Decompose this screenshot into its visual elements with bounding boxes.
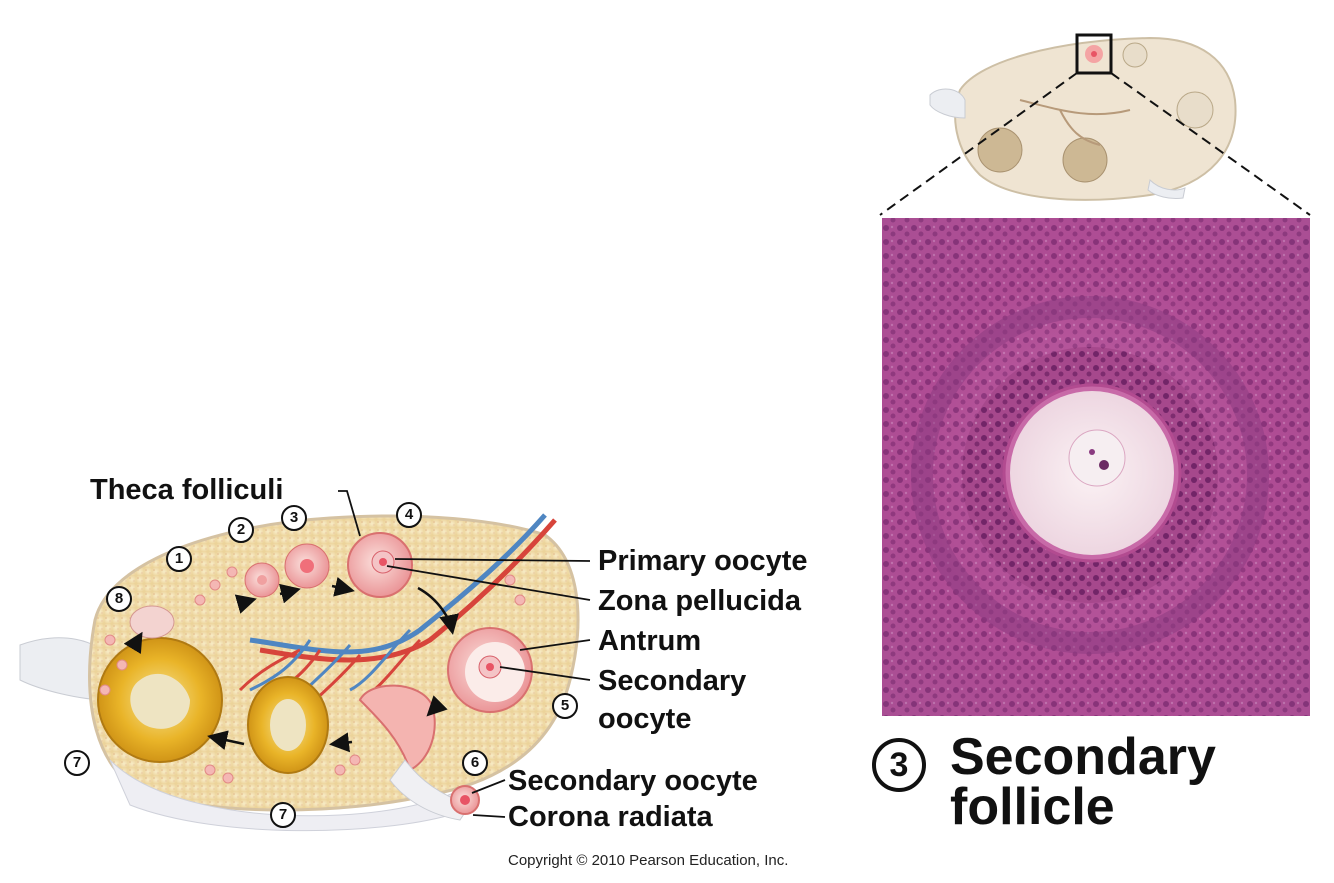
stage-number-8: 8 — [106, 586, 132, 612]
corpus-luteum-small — [247, 676, 329, 774]
stage-number-5: 5 — [552, 693, 578, 719]
leader-lines — [338, 490, 591, 818]
stage-number-7a: 7 — [64, 750, 90, 776]
label-theca-folliculi: Theca folliculi — [90, 474, 284, 506]
stage-number-6: 6 — [462, 750, 488, 776]
panel-number: 3 — [872, 738, 926, 792]
histology-micrograph — [882, 218, 1310, 716]
label-antrum: Antrum — [598, 625, 702, 657]
label-zona-pellucida: Zona pellucida — [598, 585, 802, 617]
stage-number-3: 3 — [281, 505, 307, 531]
small-follicles — [99, 566, 526, 784]
label-secondary-oocyte-ovulated: Secondary oocyte — [508, 765, 758, 797]
stage-number-7b: 7 — [270, 802, 296, 828]
ruptured-follicle — [358, 684, 436, 772]
mini-ovary — [929, 33, 1237, 201]
corpus-albicans — [129, 605, 175, 639]
development-arrows — [123, 576, 459, 753]
label-primary-oocyte: Primary oocyte — [598, 545, 808, 577]
panel-title-line1: Secondary — [950, 728, 1216, 786]
vein — [249, 513, 547, 655]
panel-title-line2: follicle — [950, 778, 1115, 836]
stage-number-1: 1 — [166, 546, 192, 572]
corpus-luteum-large — [97, 637, 223, 763]
label-secondary-oocyte-line2: oocyte — [598, 703, 692, 735]
panel-title: Secondary follicle — [950, 728, 1216, 836]
label-corona-radiata: Corona radiata — [508, 801, 713, 833]
stage-number-4: 4 — [396, 502, 422, 528]
stage-number-2: 2 — [228, 517, 254, 543]
label-secondary-oocyte-line1: Secondary — [598, 665, 747, 697]
mini-highlight-box — [1075, 33, 1113, 75]
copyright-notice: Copyright © 2010 Pearson Education, Inc. — [508, 852, 789, 869]
